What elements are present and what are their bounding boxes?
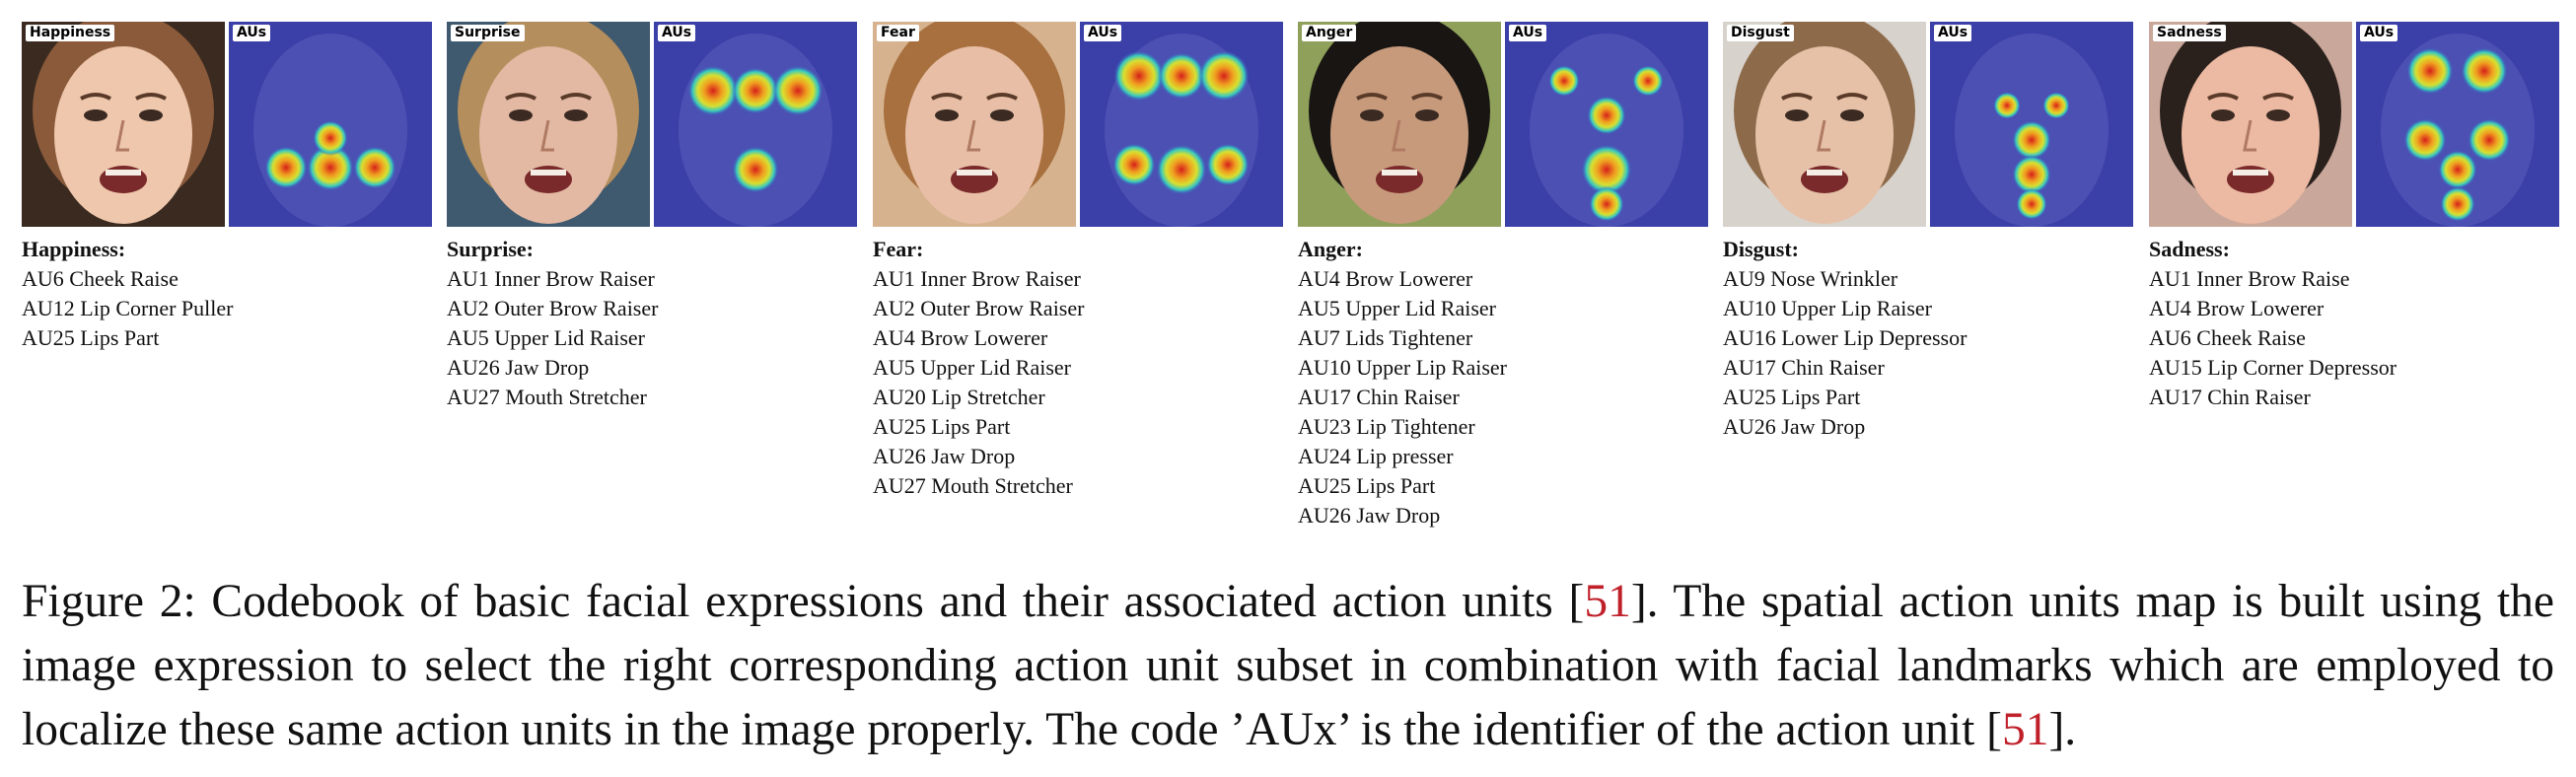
expression-title: Anger: [1298, 237, 1363, 261]
panel-images: Disgust AUs [1723, 22, 2134, 227]
expression-title: Sadness: [2149, 237, 2230, 261]
au-tag: AUs [1934, 25, 1972, 41]
action-unit-item: AU4 Brow Lowerer [1298, 266, 1473, 291]
action-unit-item: AU6 Cheek Raise [22, 266, 179, 291]
expression-photo: Disgust [1723, 22, 1926, 227]
action-unit-item: AU26 Jaw Drop [1298, 503, 1441, 528]
expression-tag: Surprise [451, 25, 525, 41]
au-tag: AUs [1084, 25, 1122, 41]
action-unit-item: AU2 Outer Brow Raiser [873, 296, 1085, 320]
heatmap-graphic [1080, 22, 1283, 227]
action-unit-item: AU17 Chin Raiser [1298, 385, 1460, 409]
action-unit-item: AU4 Brow Lowerer [2149, 296, 2325, 320]
expression-photo: Anger [1298, 22, 1501, 227]
panel-images: Happiness AUs [22, 22, 433, 227]
action-unit-item: AU1 Inner Brow Raiser [873, 266, 1081, 291]
au-heatmap: AUs [1505, 22, 1708, 227]
panel-images: Sadness AUs [2149, 22, 2560, 227]
action-unit-item: AU7 Lids Tightener [1298, 325, 1473, 350]
expression-tag: Sadness [2153, 25, 2226, 41]
panel-images: Fear AUs [873, 22, 1284, 227]
figure-caption: Figure 2: Codebook of basic facial expre… [22, 570, 2554, 762]
action-unit-item: AU20 Lip Stretcher [873, 385, 1045, 409]
heatmap-graphic [2356, 22, 2559, 227]
face-graphic [2149, 22, 2352, 227]
expression-title: Happiness: [22, 237, 126, 261]
action-unit-item: AU15 Lip Corner Depressor [2149, 355, 2397, 380]
action-unit-item: AU2 Outer Brow Raiser [447, 296, 659, 320]
expression-title: Disgust: [1723, 237, 1800, 261]
figure-label: Figure 2: [22, 576, 212, 627]
panel-images: Anger AUs [1298, 22, 1709, 227]
heatmap-graphic [654, 22, 857, 227]
action-unit-item: AU25 Lips Part [873, 414, 1011, 439]
heatmap-graphic [1505, 22, 1708, 227]
heatmap-graphic [1930, 22, 2133, 227]
action-unit-item: AU24 Lip presser [1298, 444, 1454, 468]
action-unit-item: AU27 Mouth Stretcher [873, 473, 1073, 498]
au-heatmap: AUs [2356, 22, 2559, 227]
au-tag: AUs [658, 25, 696, 41]
action-unit-item: AU17 Chin Raiser [1723, 355, 1885, 380]
action-unit-item: AU17 Chin Raiser [2149, 385, 2311, 409]
action-unit-item: AU25 Lips Part [1723, 385, 1861, 409]
expression-tag: Happiness [26, 25, 115, 41]
au-heatmap: AUs [1080, 22, 1283, 227]
action-unit-item: AU4 Brow Lowerer [873, 325, 1048, 350]
expression-title: Fear: [873, 237, 924, 261]
citation-link-2[interactable]: 51 [2001, 704, 2049, 755]
face-graphic [1723, 22, 1926, 227]
caption-text-3: ]. [2048, 704, 2077, 755]
caption-text-1: Codebook of basic facial expressions and… [211, 576, 1585, 627]
action-unit-item: AU12 Lip Corner Puller [22, 296, 234, 320]
expression-tag: Disgust [1727, 25, 1794, 41]
au-tag: AUs [233, 25, 271, 41]
au-heatmap: AUs [1930, 22, 2133, 227]
face-graphic [1298, 22, 1501, 227]
action-unit-item: AU25 Lips Part [22, 325, 160, 350]
expression-tag: Anger [1302, 25, 1357, 41]
action-unit-item: AU26 Jaw Drop [1723, 414, 1866, 439]
expression-photo: Surprise [447, 22, 650, 227]
citation-link-1[interactable]: 51 [1584, 576, 1631, 627]
au-heatmap: AUs [229, 22, 432, 227]
action-unit-item: AU16 Lower Lip Depressor [1723, 325, 1968, 350]
face-graphic [22, 22, 225, 227]
expression-photo: Fear [873, 22, 1076, 227]
action-unit-item: AU5 Upper Lid Raiser [447, 325, 646, 350]
action-unit-item: AU25 Lips Part [1298, 473, 1436, 498]
expression-photo: Sadness [2149, 22, 2352, 227]
action-unit-item: AU5 Upper Lid Raiser [873, 355, 1072, 380]
action-unit-item: AU26 Jaw Drop [873, 444, 1016, 468]
action-unit-item: AU9 Nose Wrinkler [1723, 266, 1898, 291]
au-tag: AUs [1509, 25, 1547, 41]
au-tag: AUs [2360, 25, 2398, 41]
expression-title: Surprise: [447, 237, 534, 261]
action-unit-item: AU26 Jaw Drop [447, 355, 590, 380]
action-unit-item: AU10 Upper Lip Raiser [1298, 355, 1508, 380]
action-unit-item: AU6 Cheek Raise [2149, 325, 2306, 350]
heatmap-graphic [229, 22, 432, 227]
action-unit-item: AU10 Upper Lip Raiser [1723, 296, 1933, 320]
au-heatmap: AUs [654, 22, 857, 227]
action-unit-item: AU1 Inner Brow Raiser [447, 266, 655, 291]
expression-tag: Fear [877, 25, 919, 41]
action-unit-item: AU1 Inner Brow Raise [2149, 266, 2350, 291]
panel-images: Surprise AUs [447, 22, 858, 227]
action-unit-item: AU23 Lip Tightener [1298, 414, 1475, 439]
action-unit-item: AU5 Upper Lid Raiser [1298, 296, 1497, 320]
caption-text-2: ]. The spatial action units map is built… [22, 576, 2554, 755]
face-graphic [873, 22, 1076, 227]
action-unit-item: AU27 Mouth Stretcher [447, 385, 647, 409]
face-graphic [447, 22, 650, 227]
expression-photo: Happiness [22, 22, 225, 227]
